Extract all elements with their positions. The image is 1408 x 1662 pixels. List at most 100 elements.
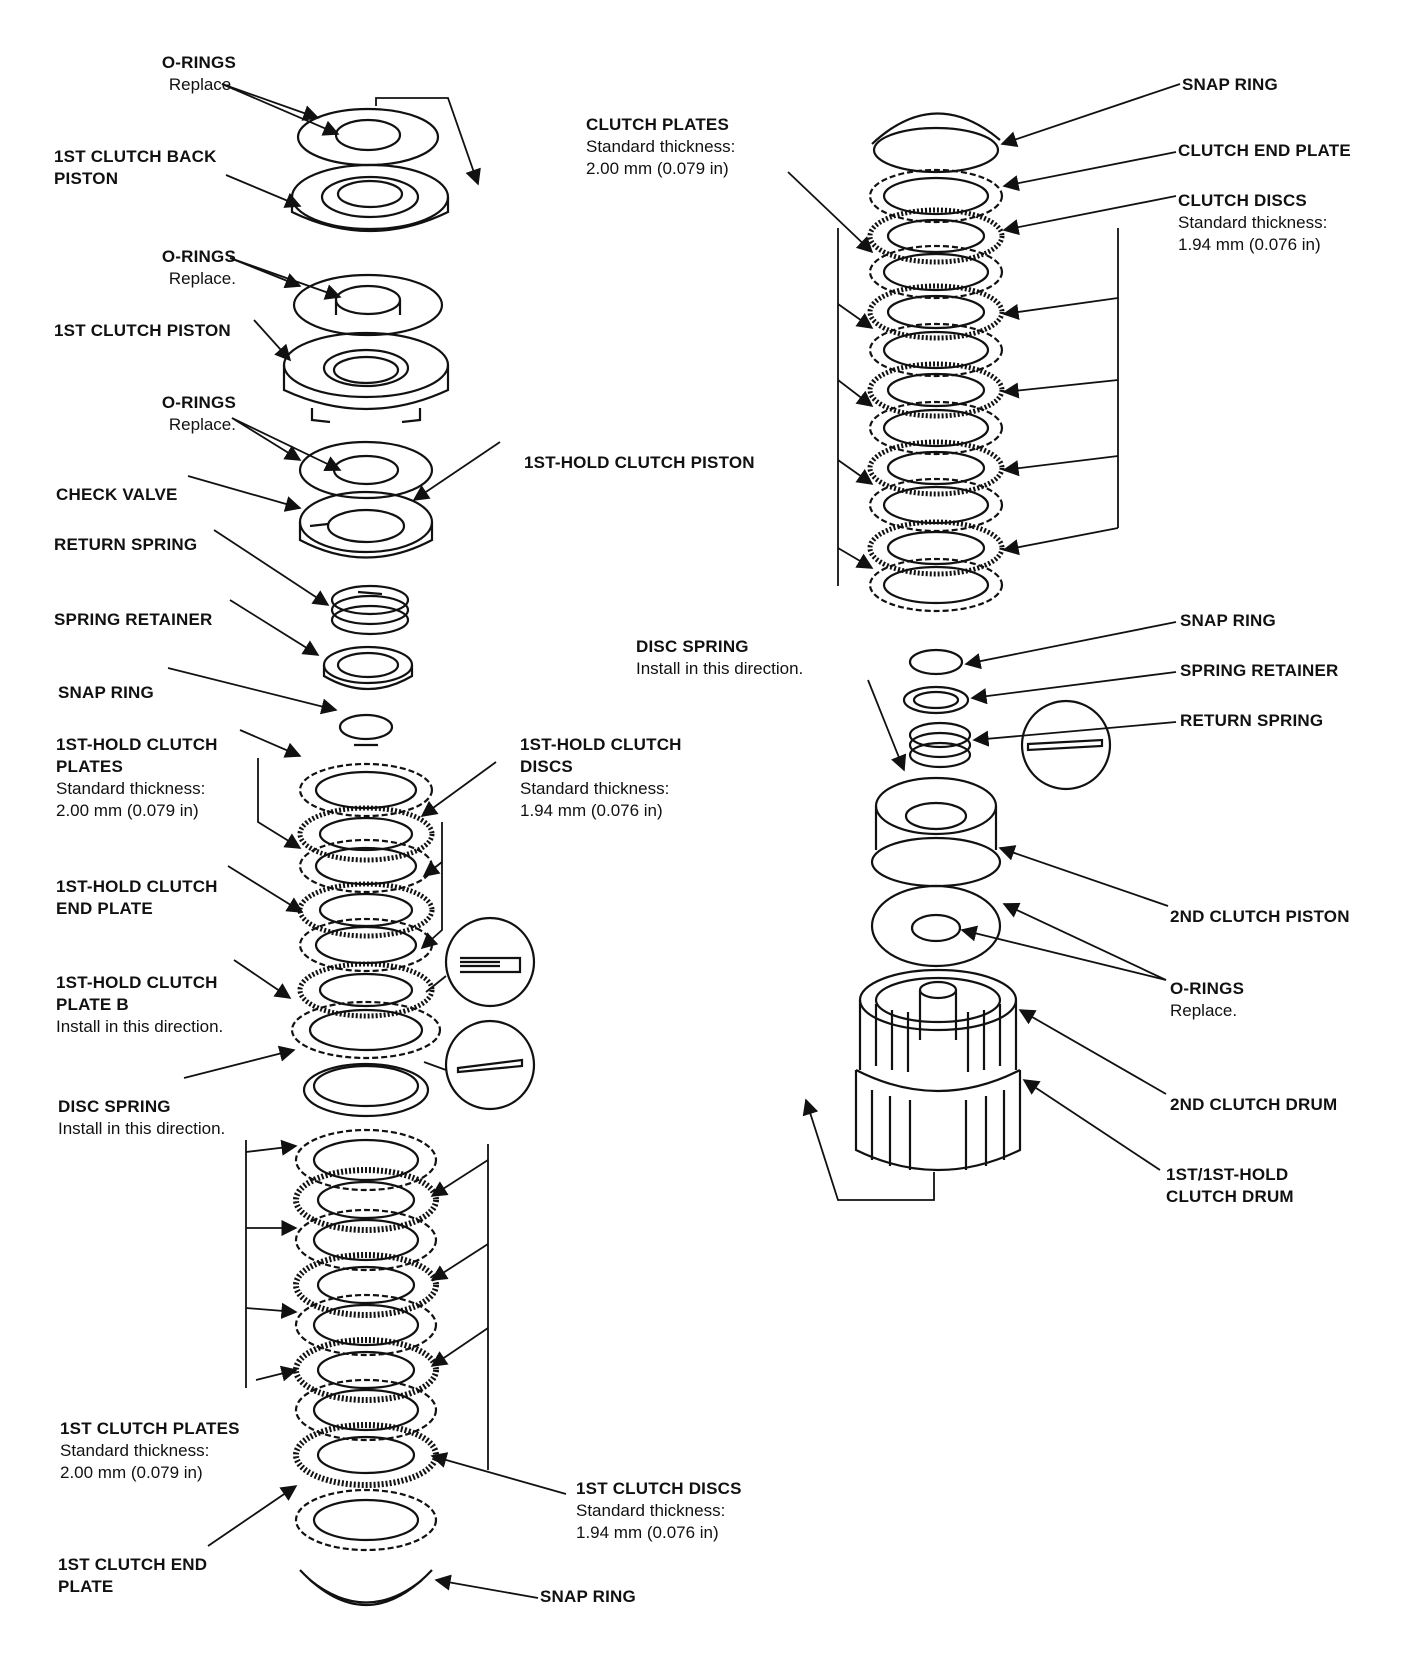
label-title: 1ST CLUTCH BACK (54, 147, 217, 166)
label-note: Standard thickness: (60, 1441, 210, 1460)
snap-ring-left-bottom-part (299, 1569, 433, 1607)
o-ring-pair-2 (292, 273, 444, 337)
label-check-valve: CHECK VALVE (56, 484, 178, 506)
snap-ring-right-mid-part (908, 648, 964, 676)
spring-retainer-left (322, 645, 414, 691)
second-clutch-drum-part (858, 968, 1018, 1072)
label-return-spring-left: RETURN SPRING (54, 534, 197, 556)
first-hold-plate-b (290, 1000, 442, 1060)
label-title: CLUTCH END PLATE (1178, 141, 1351, 160)
label-first-clutch-discs: 1ST CLUTCH DISCS Standard thickness: 1.9… (576, 1478, 742, 1544)
return-spring-left (330, 584, 410, 636)
label-o-rings-right: O-RINGS Replace. (1170, 978, 1244, 1022)
label-title: PLATE B (56, 995, 129, 1014)
label-snap-ring-left-bottom: SNAP RING (540, 1586, 636, 1608)
label-note: 1.94 mm (0.076 in) (520, 801, 663, 820)
label-title: SNAP RING (1180, 611, 1276, 630)
clutch-plate-5 (868, 557, 1004, 613)
label-title: 1ST CLUTCH PISTON (54, 321, 231, 340)
label-title: 2ND CLUTCH DRUM (1170, 1095, 1338, 1114)
label-note: Install in this direction. (58, 1119, 226, 1138)
clutch-plate-1 (868, 244, 1004, 300)
label-title: SPRING RETAINER (54, 610, 213, 629)
label-return-spring-right: RETURN SPRING (1180, 710, 1323, 732)
label-note: 2.00 mm (0.079 in) (56, 801, 199, 820)
label-title: O-RINGS (161, 247, 236, 266)
first-hold-clutch-piston (298, 490, 434, 559)
label-disc-spring-left: DISC SPRING Install in this direction. (58, 1096, 225, 1140)
label-title: END PLATE (56, 899, 153, 918)
first-clutch-disc-1 (293, 1167, 439, 1233)
label-second-clutch-drum: 2ND CLUTCH DRUM (1170, 1094, 1337, 1116)
label-snap-ring-left-top: SNAP RING (58, 682, 154, 704)
label-title: DISCS (520, 757, 573, 776)
label-title: 1ST CLUTCH END (58, 1555, 208, 1574)
clutch-end-plate-part (868, 168, 1004, 224)
label-title: DISC SPRING (58, 1097, 171, 1116)
first-hold-end-plate (298, 917, 434, 973)
label-note: Standard thickness: (576, 1501, 726, 1520)
label-title: 1ST-HOLD CLUTCH (56, 877, 218, 896)
first-clutch-plate-4 (294, 1378, 438, 1442)
label-o-rings-1: O-RINGS Replace. (120, 52, 236, 96)
o-ring-pair-1 (296, 107, 440, 167)
label-first-hold-clutch-piston: 1ST-HOLD CLUTCH PISTON (524, 452, 755, 474)
label-note: Standard thickness: (520, 779, 670, 798)
label-first-hold-clutch-plates: 1ST-HOLD CLUTCH PLATES Standard thicknes… (56, 734, 218, 822)
label-title: RETURN SPRING (54, 535, 198, 554)
label-title: CLUTCH DISCS (1178, 191, 1307, 210)
first-clutch-disc-3 (293, 1337, 439, 1403)
label-first-clutch-plates: 1ST CLUTCH PLATES Standard thickness: 2.… (60, 1418, 240, 1484)
label-title: 1ST-HOLD CLUTCH PISTON (524, 453, 755, 472)
label-title: SNAP RING (1182, 75, 1278, 94)
label-title: DISC SPRING (636, 637, 749, 656)
first-clutch-disc-2 (293, 1252, 439, 1318)
label-note: Install in this direction. (56, 1017, 224, 1036)
clutch-plate-4 (868, 477, 1004, 533)
label-clutch-discs: CLUTCH DISCS Standard thickness: 1.94 mm… (1178, 190, 1327, 256)
label-title: 1ST-HOLD CLUTCH (520, 735, 682, 754)
label-o-rings-2: O-RINGS Replace. (120, 246, 236, 290)
second-clutch-piston-part (870, 776, 1002, 888)
return-spring-right-part (908, 721, 972, 769)
label-first-hold-clutch-discs: 1ST-HOLD CLUTCH DISCS Standard thickness… (520, 734, 682, 822)
label-title: SNAP RING (540, 1587, 636, 1606)
label-first-clutch-drum: 1ST/1ST-HOLD CLUTCH DRUM (1166, 1164, 1294, 1208)
right-disc-spring-direction-inset (1020, 699, 1112, 791)
clutch-plate-3 (868, 400, 1004, 456)
label-snap-ring-right-mid: SNAP RING (1180, 610, 1276, 632)
label-title: 1ST-HOLD CLUTCH (56, 735, 218, 754)
label-title: 2ND CLUTCH PISTON (1170, 907, 1350, 926)
label-spring-retainer-right: SPRING RETAINER (1180, 660, 1339, 682)
label-title: CLUTCH PLATES (586, 115, 729, 134)
label-spring-retainer-left: SPRING RETAINER (54, 609, 213, 631)
label-note: Replace. (168, 75, 236, 94)
clutch-disc-4 (867, 439, 1005, 497)
first-hold-disc-3 (297, 961, 435, 1019)
label-title: SPRING RETAINER (1180, 661, 1339, 680)
label-second-clutch-piston: 2ND CLUTCH PISTON (1170, 906, 1350, 928)
clutch-disc-1 (867, 207, 1005, 265)
first-clutch-disc-4 (293, 1422, 439, 1488)
first-hold-plate-1 (298, 762, 434, 818)
label-title: 1ST-HOLD CLUTCH (56, 973, 218, 992)
label-first-hold-clutch-end-plate: 1ST-HOLD CLUTCH END PLATE (56, 876, 218, 920)
label-clutch-plates: CLUTCH PLATES Standard thickness: 2.00 m… (586, 114, 735, 180)
label-title: RETURN SPRING (1180, 711, 1324, 730)
label-first-clutch-back-piston: 1ST CLUTCH BACK PISTON (54, 146, 217, 190)
label-note: Standard thickness: (56, 779, 206, 798)
first-clutch-plate-2 (294, 1208, 438, 1272)
label-disc-spring-right: DISC SPRING Install in this direction. (636, 636, 803, 680)
first-hold-plate-2 (298, 838, 434, 894)
label-clutch-end-plate: CLUTCH END PLATE (1178, 140, 1351, 162)
clutch-disc-2 (867, 283, 1005, 341)
label-note: 1.94 mm (0.076 in) (1178, 235, 1321, 254)
spring-retainer-right-part (902, 685, 970, 715)
label-note: Replace. (168, 269, 236, 288)
o-rings-right-part (870, 884, 1002, 968)
label-title: PLATE (58, 1577, 114, 1596)
clutch-disc-5 (867, 519, 1005, 577)
label-first-clutch-piston: 1ST CLUTCH PISTON (54, 320, 231, 342)
label-title: PLATES (56, 757, 124, 776)
